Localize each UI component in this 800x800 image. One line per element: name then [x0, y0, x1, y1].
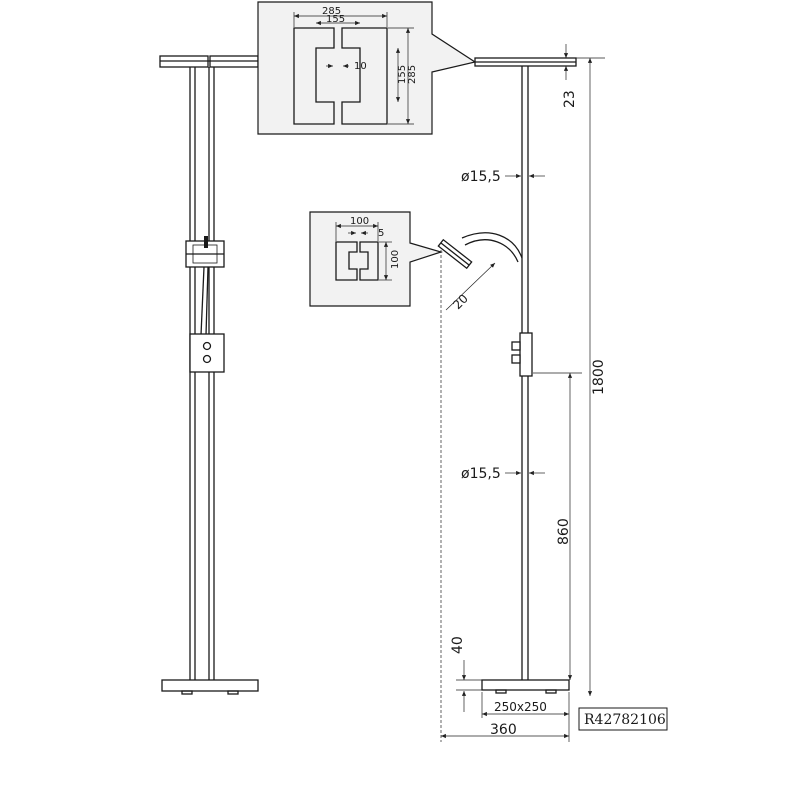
side-base	[481, 679, 570, 691]
dim-shade-inner: 155	[326, 14, 345, 25]
article-code: R42782106	[584, 712, 666, 728]
callout-shade-box	[257, 1, 477, 135]
dim-switch-height: 860	[556, 518, 572, 545]
dim-reading-gap: 5	[378, 228, 384, 239]
article-code-box: R42782106	[578, 707, 668, 731]
dim-shade-gap: 10	[354, 61, 367, 72]
switch-button-lower	[202, 354, 212, 364]
reading-head	[437, 238, 473, 270]
side-view: 20	[437, 57, 577, 694]
dim-reading-tilt: 20	[450, 291, 471, 312]
dim-shade-height-outer: 285	[407, 65, 418, 84]
dim-tube-dia-upper: ø15,5	[461, 169, 501, 185]
gooseneck-arm	[461, 232, 523, 259]
reading-half-left	[335, 241, 358, 281]
side-switch-lower	[511, 354, 521, 364]
dim-reading-width: 100	[350, 216, 369, 227]
dim-shade-height-inner: 155	[397, 65, 408, 84]
front-base	[161, 679, 259, 692]
dim-shade-thickness: 23	[562, 90, 578, 108]
tilt-arrow	[445, 262, 496, 311]
front-switch-box	[189, 333, 225, 373]
side-switch-upper	[511, 341, 521, 351]
dim-reading-height: 100	[390, 250, 401, 269]
dim-total-width: 360	[490, 722, 517, 738]
dim-tube-dia-lower: ø15,5	[461, 466, 501, 482]
dim-total-height: 1800	[591, 359, 607, 395]
shade-detail-callout: 285 155 10 155 285	[257, 1, 477, 135]
shade-half-left	[293, 27, 335, 125]
side-switch-box	[519, 332, 533, 377]
dim-base-size: 250x250	[494, 700, 547, 714]
reading-half-right	[359, 241, 379, 281]
side-dimensions: 23 ø15,5 ø15,5 1800 860 40 250x250 360	[440, 44, 607, 742]
front-view	[159, 55, 259, 695]
dim-shade-width: 285	[322, 6, 341, 17]
dim-base-height: 40	[450, 636, 466, 654]
switch-button-upper	[202, 341, 212, 351]
callout-reading-box	[309, 211, 444, 307]
shade-half-right	[341, 27, 388, 125]
reading-lamp-callout: 100 5 100	[309, 211, 444, 307]
